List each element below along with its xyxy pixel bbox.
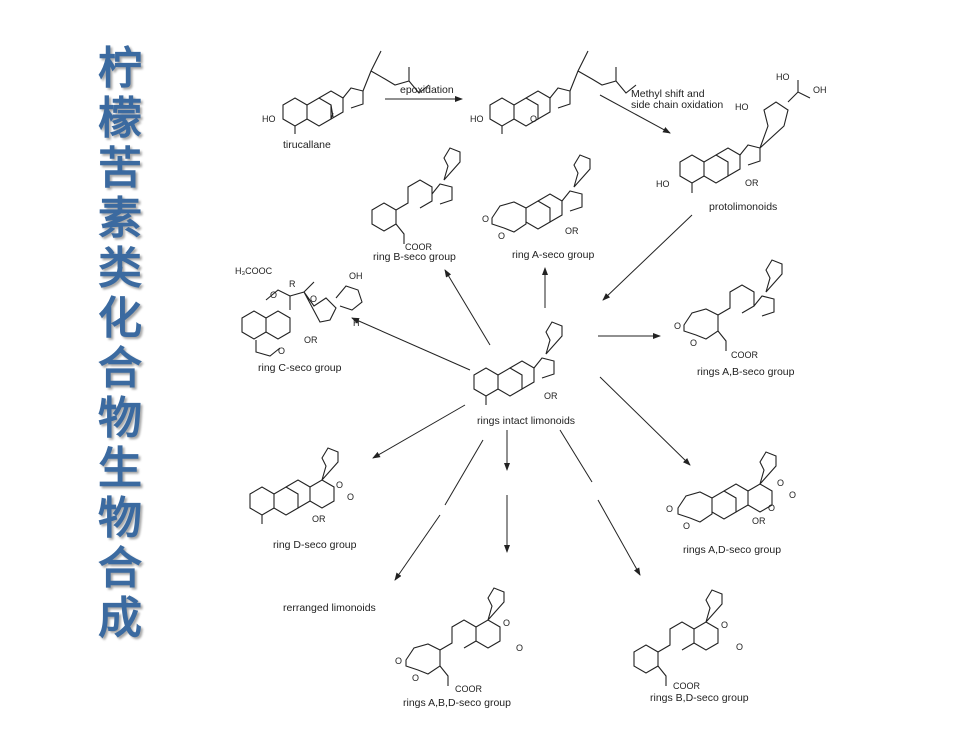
ring-c-h: H bbox=[353, 318, 360, 328]
molecule-ring-a-seco: O O OR bbox=[482, 154, 591, 241]
rings-ab-cooR: COOR bbox=[731, 350, 759, 360]
molecule-epoxide: HO O bbox=[470, 50, 637, 134]
rings-bd-cooR: COOR bbox=[673, 681, 701, 691]
label-ring-c-seco: ring C-seco group bbox=[258, 362, 342, 374]
ring-c-r: R bbox=[289, 279, 296, 289]
label-rings-ad-seco: rings A,D-seco group bbox=[683, 544, 781, 556]
arrow-methyl-shift bbox=[599, 94, 671, 134]
title-char: 苦 bbox=[98, 143, 142, 194]
label-rerranged: rerranged limonoids bbox=[283, 602, 376, 614]
rings-abd-cooR: COOR bbox=[455, 684, 483, 694]
label-rings-intact: rings intact limonoids bbox=[477, 415, 575, 427]
ring-c-oh: OH bbox=[349, 271, 363, 281]
intact-or: OR bbox=[544, 391, 558, 401]
proto-oh: OH bbox=[813, 85, 827, 95]
label-methyl-shift-1: Methyl shift and bbox=[631, 88, 705, 100]
title-char: 生 bbox=[98, 443, 142, 494]
arrow-to-ring-c-seco bbox=[351, 317, 471, 371]
label-tirucallane: tirucallane bbox=[283, 139, 331, 151]
arrow-to-ring-d-seco bbox=[372, 404, 466, 459]
arrow-to-intact bbox=[602, 214, 693, 301]
rings-abd-o1: O bbox=[395, 656, 402, 666]
molecule-rings-intact: OR bbox=[473, 321, 563, 405]
rings-abd-o2: O bbox=[412, 673, 419, 683]
rings-ad-o1: O bbox=[666, 504, 673, 514]
reaction-arrows bbox=[351, 94, 693, 581]
ring-c-or: OR bbox=[304, 335, 318, 345]
arrow-intact-down-c bbox=[559, 429, 593, 483]
title-char: 合 bbox=[98, 343, 142, 394]
epoxide-o: O bbox=[530, 114, 537, 124]
molecule-rings-abd-seco: O O O O COOR bbox=[395, 587, 523, 694]
ring-c-o2: O bbox=[278, 346, 285, 356]
rings-ad-o4: O bbox=[789, 490, 796, 500]
rings-ad-o2: O bbox=[683, 521, 690, 531]
title-char: 类 bbox=[98, 243, 142, 294]
arrow-intact-down-a bbox=[444, 439, 484, 506]
proto-or: OR bbox=[745, 178, 759, 188]
title-char: 物 bbox=[98, 393, 142, 444]
label-ring-b-seco: ring B-seco group bbox=[373, 251, 456, 263]
rings-ab-o2: O bbox=[690, 338, 697, 348]
label-protolimonoids: protolimonoids bbox=[709, 201, 777, 213]
ring-b-cooR: COOR bbox=[405, 242, 433, 252]
rings-ad-o3: O bbox=[777, 478, 784, 488]
molecule-rings-ad-seco: O O O O O OR bbox=[666, 451, 796, 531]
arrow-to-rerranged bbox=[394, 514, 441, 581]
label-ring-d-seco: ring D-seco group bbox=[273, 539, 357, 551]
molecule-rings-ab-seco: O O COOR bbox=[674, 259, 783, 360]
molecule-ring-c-seco: H₃COOC R OH OR O O O H bbox=[235, 266, 363, 357]
slide-title: 柠檬苦素类化合物生物合成 bbox=[88, 44, 152, 644]
molecule-ring-d-seco: O O OR bbox=[249, 447, 354, 524]
ring-d-o1: O bbox=[336, 480, 343, 490]
molecule-tirucallane: HO bbox=[262, 50, 430, 134]
rings-bd-o2: O bbox=[736, 642, 743, 652]
title-char: 素 bbox=[98, 193, 142, 244]
rings-abd-o3: O bbox=[503, 618, 510, 628]
ring-a-o1: O bbox=[482, 214, 489, 224]
ring-d-o2: O bbox=[347, 492, 354, 502]
tirucallane-ho: HO bbox=[262, 114, 276, 124]
title-char: 柠 bbox=[98, 43, 142, 94]
title-char: 檬 bbox=[98, 93, 142, 144]
label-methyl-shift-2: side chain oxidation bbox=[631, 99, 723, 111]
epoxide-ho: HO bbox=[470, 114, 484, 124]
proto-ho3: HO bbox=[776, 72, 790, 82]
molecule-ring-b-seco: COOR bbox=[371, 147, 461, 252]
proto-ho: HO bbox=[656, 179, 670, 189]
title-char: 化 bbox=[98, 293, 142, 344]
ring-c-h3cooc: H₃COOC bbox=[235, 266, 273, 276]
rings-bd-o1: O bbox=[721, 620, 728, 630]
ring-d-or: OR bbox=[312, 514, 326, 524]
molecule-protolimonoids: HO OR HO HO OH bbox=[656, 72, 827, 193]
arrow-to-rings-bd-seco bbox=[597, 499, 641, 576]
rings-abd-o4: O bbox=[516, 643, 523, 653]
rings-ad-o5: O bbox=[768, 503, 775, 513]
rings-ab-o1: O bbox=[674, 321, 681, 331]
label-rings-ab-seco: rings A,B-seco group bbox=[697, 366, 795, 378]
arrow-to-rings-ad-seco bbox=[599, 376, 691, 466]
proto-ho2: HO bbox=[735, 102, 749, 112]
title-char: 物 bbox=[98, 493, 142, 544]
ring-a-o2: O bbox=[498, 231, 505, 241]
molecule-rings-bd-seco: O O COOR bbox=[633, 589, 743, 691]
label-ring-a-seco: ring A-seco group bbox=[512, 249, 594, 261]
arrow-to-ring-b-seco bbox=[444, 269, 491, 346]
label-epoxidation: epoxidation bbox=[400, 84, 454, 96]
rings-ad-or: OR bbox=[752, 516, 766, 526]
title-char: 合 bbox=[98, 543, 142, 594]
ring-c-o1: O bbox=[270, 290, 277, 300]
label-rings-bd-seco: rings B,D-seco group bbox=[650, 692, 749, 704]
label-rings-abd-seco: rings A,B,D-seco group bbox=[403, 697, 511, 709]
title-char: 成 bbox=[98, 593, 142, 644]
ring-c-o3: O bbox=[310, 294, 317, 304]
ring-a-or: OR bbox=[565, 226, 579, 236]
